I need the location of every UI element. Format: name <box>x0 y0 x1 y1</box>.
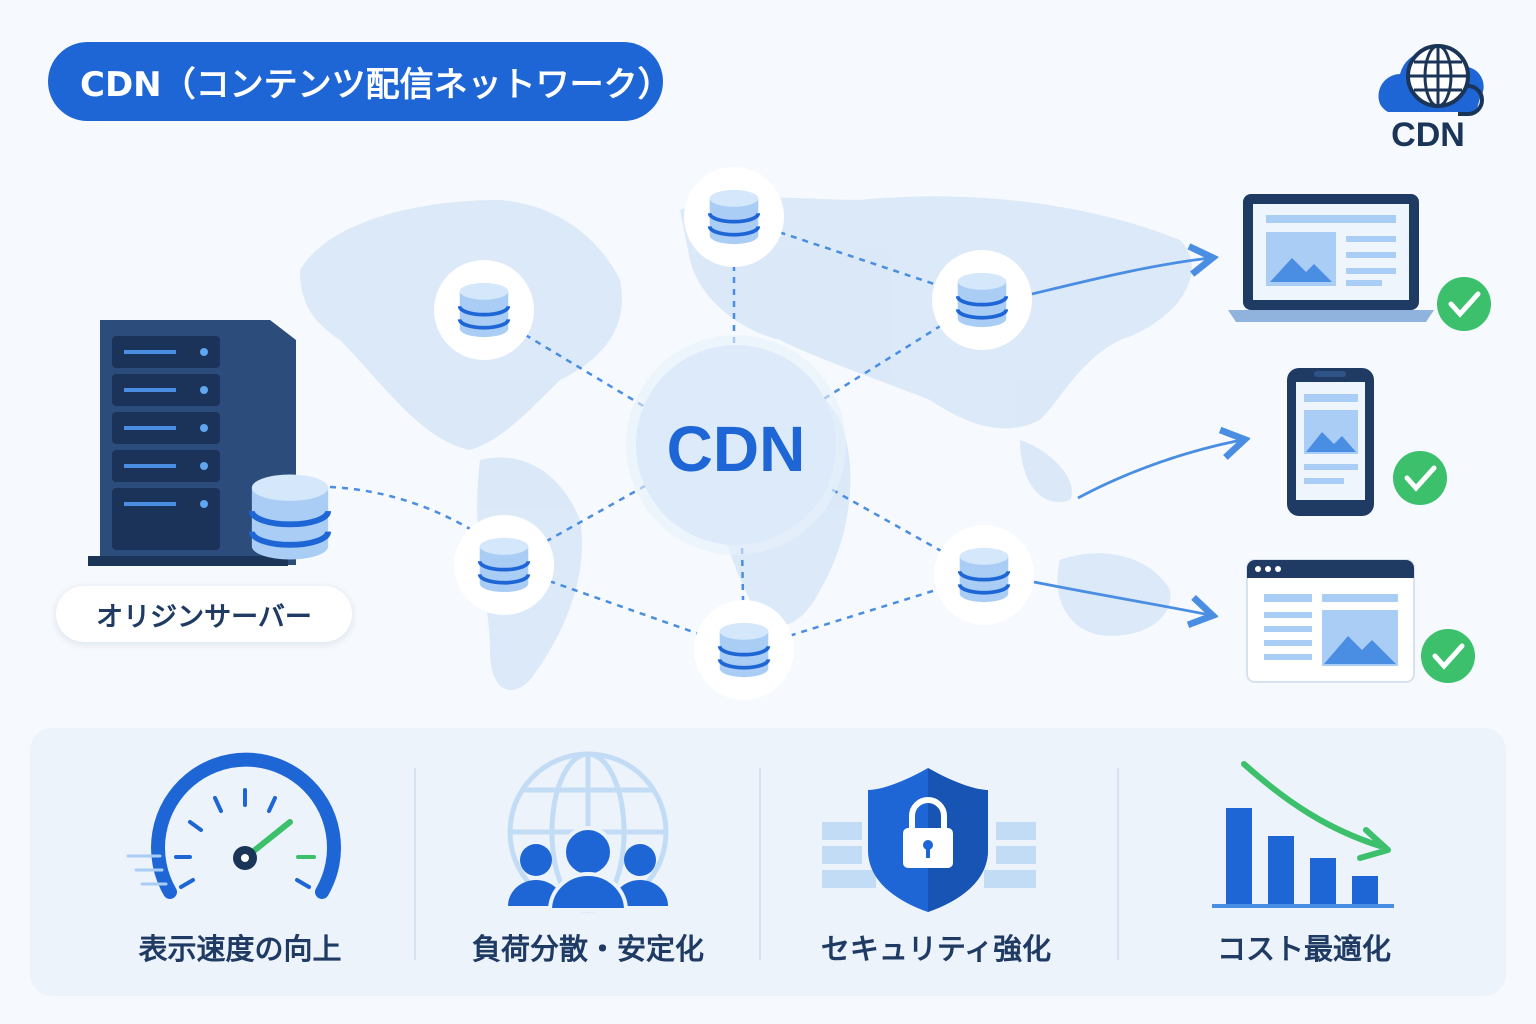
cdn-hub <box>636 345 836 545</box>
smartphone-icon <box>1287 368 1374 516</box>
cloud-globe-icon <box>1378 44 1484 116</box>
edge-server <box>932 250 1032 350</box>
browser-window-icon <box>1246 559 1415 683</box>
benefit-security-label: セキュリティ強化 <box>820 932 1052 966</box>
divider <box>759 768 761 960</box>
origin-server-icon <box>88 320 328 566</box>
check-icon <box>1437 277 1491 331</box>
page-title: CDN（コンテンツ配信ネットワーク） <box>48 42 672 121</box>
benefit-speed-label: 表示速度の向上 <box>138 932 342 966</box>
edge-server <box>934 525 1034 625</box>
benefit-cost-label: コスト最適化 <box>1216 932 1391 966</box>
check-icon <box>1421 629 1475 683</box>
laptop-icon <box>1228 194 1434 322</box>
origin-server-label: オリジンサーバー <box>56 586 352 642</box>
logo-text: CDN <box>1391 116 1465 154</box>
delivery-arrows <box>1031 258 1242 615</box>
hub-label: CDN <box>666 413 806 485</box>
edge-server <box>684 167 784 267</box>
edge-server <box>434 260 534 360</box>
divider <box>1117 768 1119 960</box>
edge-server <box>454 515 554 615</box>
edge-server <box>694 600 794 700</box>
divider <box>414 768 416 960</box>
check-icon <box>1393 451 1447 505</box>
benefit-load-balancing-label: 負荷分散・安定化 <box>471 932 704 966</box>
